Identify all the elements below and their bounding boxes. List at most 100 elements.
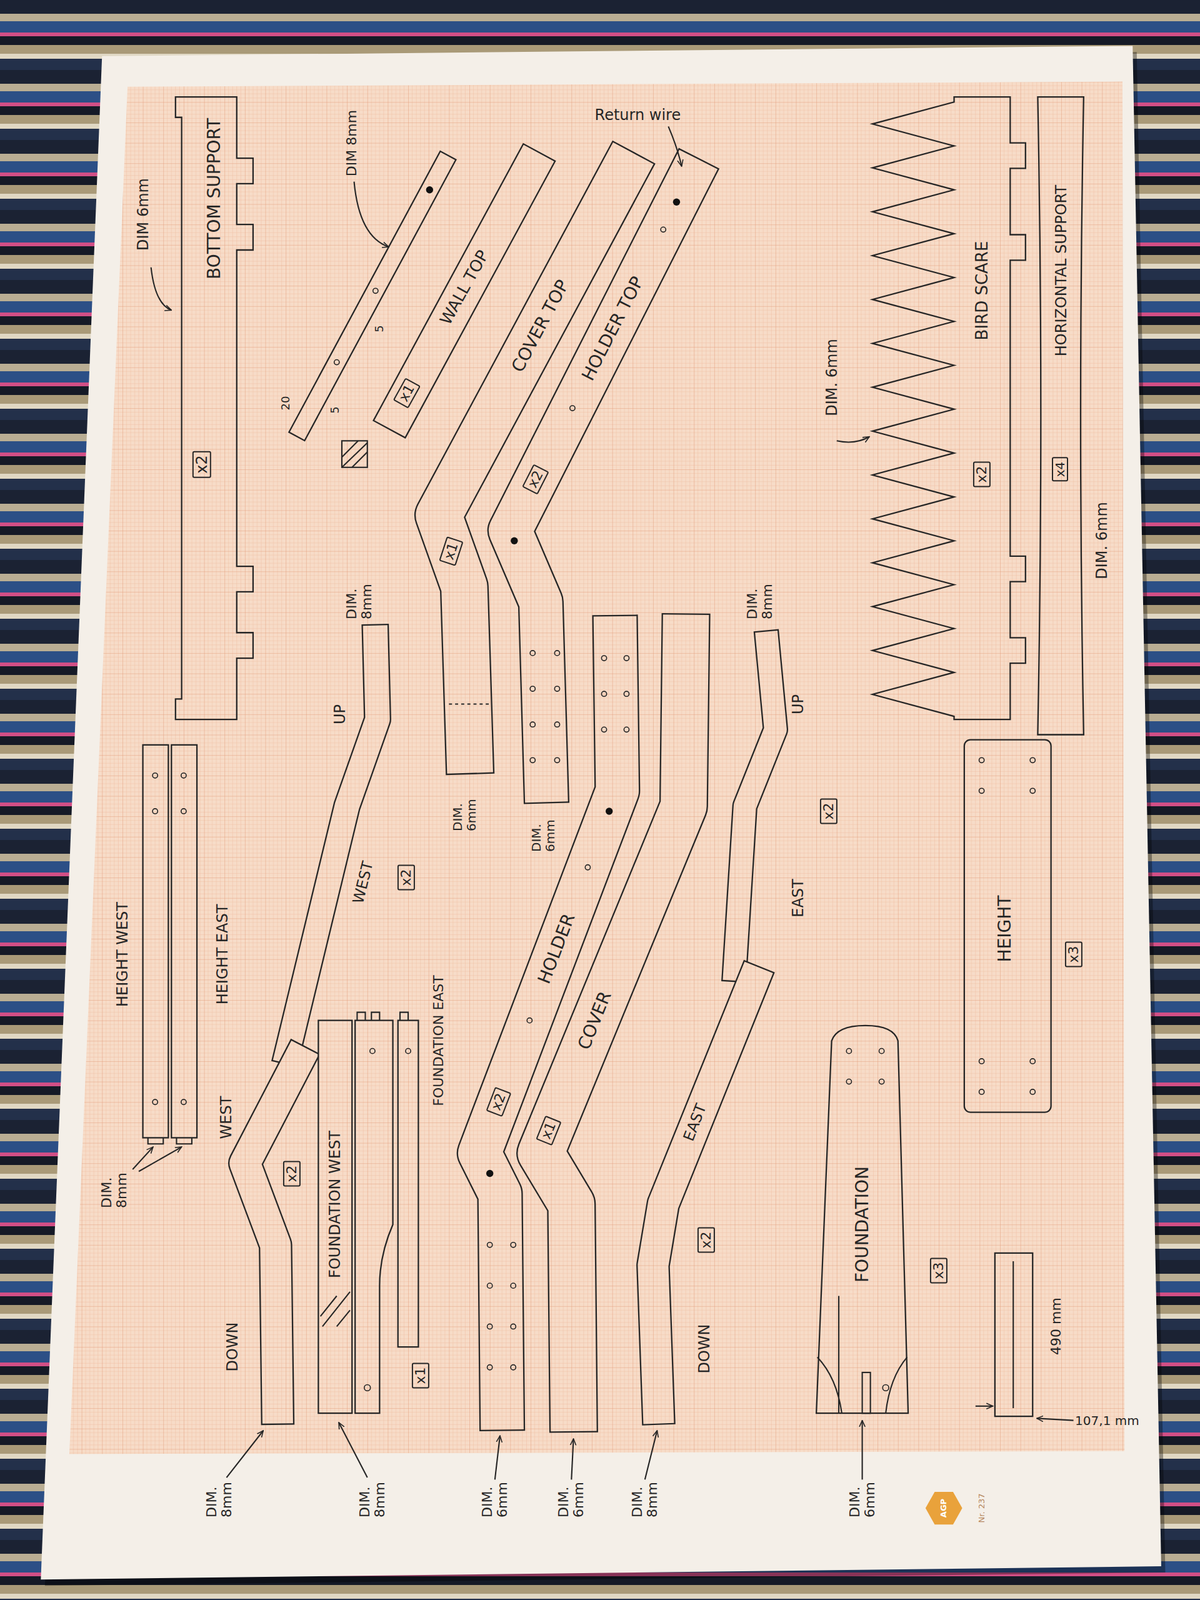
height-part [1030, 1089, 1035, 1095]
holder-part [487, 1283, 493, 1289]
holder-part [526, 1018, 532, 1024]
holder-part [623, 691, 629, 697]
part-name: BIRD SCARE [972, 241, 991, 341]
slot-part [995, 1253, 1033, 1417]
part-outline: HORIZONTAL SUPPORTx4 [1049, 181, 1072, 484]
sheet [40, 45, 1165, 1586]
quantity-box: x1 [438, 536, 464, 567]
dimension-note: DIM. 6mm [480, 1478, 510, 1518]
part-name: FOUNDATION [852, 1166, 872, 1283]
foundation-part [846, 1079, 852, 1085]
height-west-east-part [143, 745, 169, 1139]
dimension-note: DIM 8mm [344, 109, 360, 176]
dimension-note: DIM. 8mm [99, 1169, 130, 1209]
height-west-east-part [152, 808, 158, 814]
quantity-box: x2 [192, 450, 212, 478]
quantity-box: x3 [930, 1257, 948, 1284]
holder-top-part [530, 686, 535, 692]
part-name: EAST [680, 1101, 710, 1144]
leader-arrows [861, 1420, 864, 1480]
bird-scare-part [872, 96, 1026, 720]
part-outline: HEIGHT WESTHEIGHT EAST [111, 899, 234, 1010]
dimension-note: DIM. 6mm [450, 795, 479, 832]
dimension-note: DIM. 8mm [745, 580, 775, 620]
callout-note: Return wire [595, 106, 682, 124]
cover-top-part [448, 703, 491, 705]
dimension-number: 5 [373, 325, 386, 332]
horizontal-support-part [1037, 96, 1084, 735]
dimension-note: DIM. 8mm [357, 1478, 388, 1518]
quantity-box: x2 [486, 1086, 512, 1117]
dimension-note: DIM. 6mm [529, 815, 557, 852]
label-holder: DIM. 6mm [477, 1476, 513, 1520]
dimension-note: DIM. 8mm [344, 580, 375, 620]
paper-shadow [45, 51, 1166, 1586]
foundation-west-east-part [405, 1048, 411, 1054]
label-holder: Return wire [592, 104, 684, 126]
holder-part [623, 726, 629, 732]
holder-top-part [530, 721, 535, 727]
part-name: FOUNDATION WEST [326, 1130, 343, 1279]
holder-part [510, 1365, 516, 1370]
part-outline: HEIGHTx3 [993, 892, 1085, 970]
holder-top-part [673, 198, 680, 206]
part-name: COVER TOP [508, 277, 574, 377]
holder-top-part [554, 721, 560, 727]
holder-top-part [660, 226, 666, 232]
part-name: UP [331, 704, 348, 725]
quantity-box: x1 [411, 1362, 430, 1389]
label-holder: 5 [326, 404, 344, 417]
height-part [979, 1058, 985, 1064]
logo-text: AGP [939, 1498, 949, 1518]
foundation-part [862, 1372, 871, 1414]
foundation-part [817, 1295, 908, 1414]
slot-part [1012, 1261, 1014, 1409]
foundation-part [879, 1079, 885, 1085]
east-up-part [735, 643, 776, 970]
dimension-note: 490 mm [1048, 1298, 1064, 1356]
height-west-east-part [148, 1137, 192, 1144]
foundation-west-east-part [355, 1020, 393, 1414]
west-up-part [287, 637, 378, 1051]
label-holder: DIM. 6mm [526, 813, 560, 855]
part-outline: HOLDER TOPx2 [519, 270, 650, 498]
label-holder: 107,1 mm [1072, 1411, 1142, 1430]
paper [40, 45, 1162, 1580]
height-west-east-part [143, 745, 198, 1144]
part-outline: DOWNEASTx2 [677, 1098, 717, 1376]
leader-arrows [138, 1146, 182, 1172]
part-name: BOTTOM SUPPORT [204, 118, 224, 280]
dimension-number: 20 [279, 395, 292, 410]
holder-top-part [554, 686, 560, 692]
foundation-west-east-part [318, 1020, 352, 1414]
part-name: WEST [218, 1095, 235, 1139]
holder-part [510, 1323, 516, 1329]
height-part [979, 757, 985, 763]
foundation-west-east-part [320, 1291, 350, 1327]
part-outline: BOTTOM SUPPORT x2 [190, 115, 227, 480]
part-name: WALL TOP [436, 247, 493, 329]
height-part [979, 788, 985, 794]
leader-arrows [226, 1430, 264, 1478]
dimension-note: DIM. 6mm [846, 1478, 877, 1518]
holder-top-part [530, 757, 535, 763]
part-name: UP [790, 693, 807, 714]
label-holder: DIM. 6mm [1091, 500, 1113, 583]
part-outline: WALL TOPx1 [390, 245, 495, 411]
part-outline: DOWNWESTx2 [215, 1093, 304, 1374]
part-outline: COVERx1 [533, 986, 619, 1149]
label-holder: DIM. 8mm [355, 1476, 390, 1520]
holder-top-part [530, 650, 535, 656]
height-part [1030, 788, 1035, 794]
holder-part [585, 865, 590, 870]
height-west-east-part [181, 773, 187, 779]
foundation-part [879, 1048, 885, 1054]
east-up-part [735, 643, 776, 970]
part-name: HORIZONTAL SUPPORT [1053, 184, 1070, 356]
dimension-note: DIM 6mm [134, 178, 151, 251]
east-up-part [735, 643, 776, 970]
leader-arrows [354, 181, 390, 247]
holder-part [601, 726, 607, 732]
slot-part [995, 1253, 1033, 1417]
